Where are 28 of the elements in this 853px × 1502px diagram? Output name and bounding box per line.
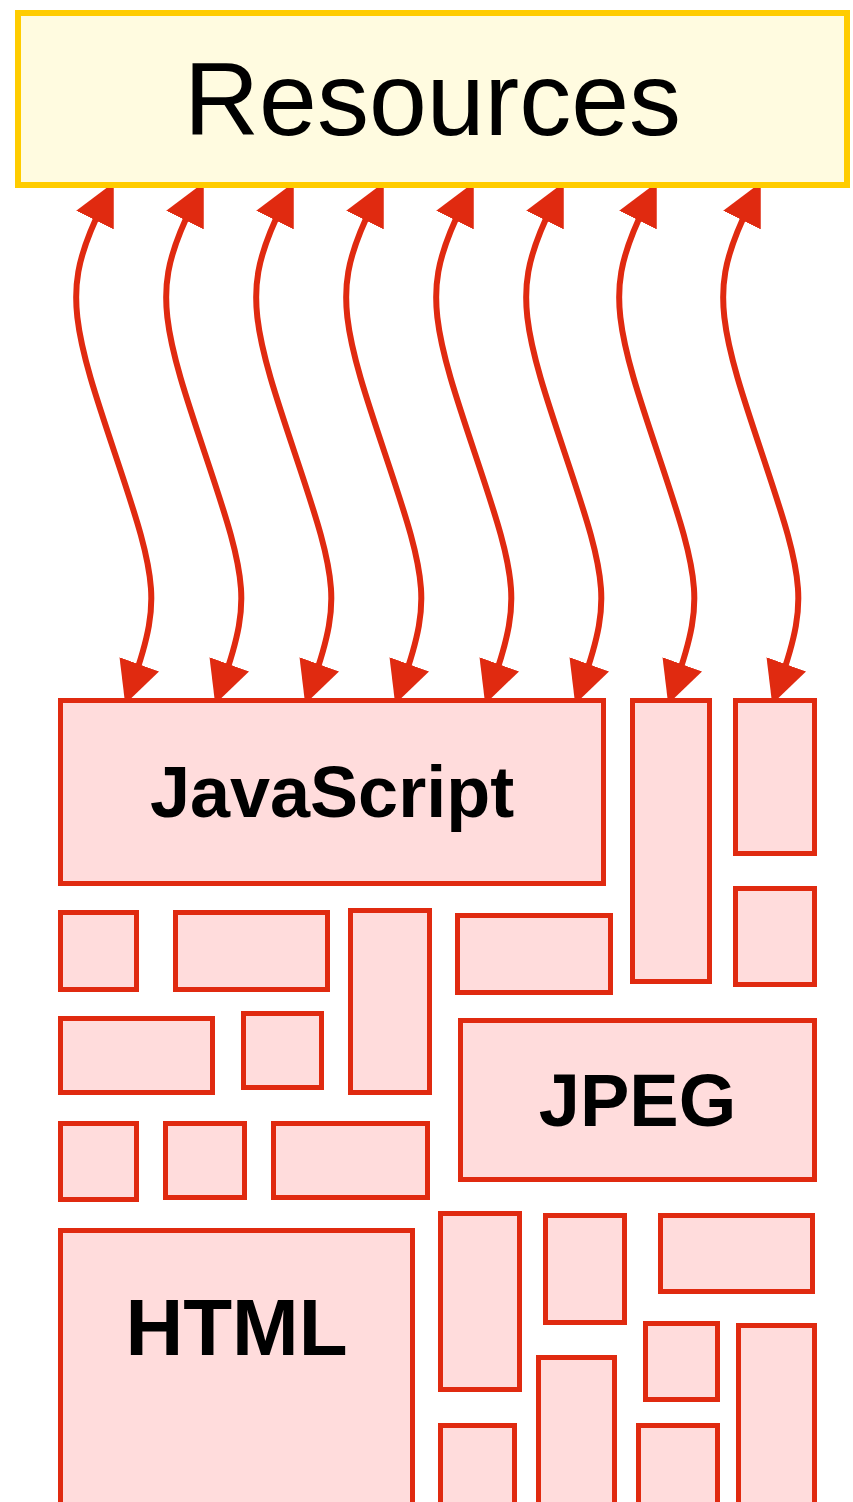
resource-box xyxy=(658,1213,815,1294)
resource-box xyxy=(58,910,139,992)
resource-box xyxy=(58,1228,415,1502)
resource-box xyxy=(163,1121,247,1200)
resource-box xyxy=(173,910,330,992)
box-label: JPEG xyxy=(538,1057,737,1143)
resource-box xyxy=(536,1355,617,1502)
resource-box xyxy=(438,1211,522,1392)
resource-box xyxy=(736,1323,817,1502)
resource-box xyxy=(241,1011,324,1090)
resources-box xyxy=(15,10,850,188)
box-label: JavaScript xyxy=(149,751,515,833)
resource-box xyxy=(733,698,817,856)
resource-box xyxy=(458,1018,817,1182)
resource-box xyxy=(455,913,613,995)
resource-box xyxy=(271,1121,430,1200)
box-label: HTML xyxy=(125,1282,348,1374)
resource-box xyxy=(58,698,606,886)
box-label: Resources xyxy=(183,39,682,159)
resource-box xyxy=(630,698,712,984)
resource-box xyxy=(643,1321,720,1402)
resource-box xyxy=(438,1423,517,1502)
resource-box xyxy=(636,1423,720,1502)
resource-box xyxy=(348,908,432,1095)
resource-box xyxy=(733,886,817,987)
resource-box xyxy=(543,1213,627,1325)
resource-box xyxy=(58,1121,139,1202)
resource-box xyxy=(58,1016,215,1095)
